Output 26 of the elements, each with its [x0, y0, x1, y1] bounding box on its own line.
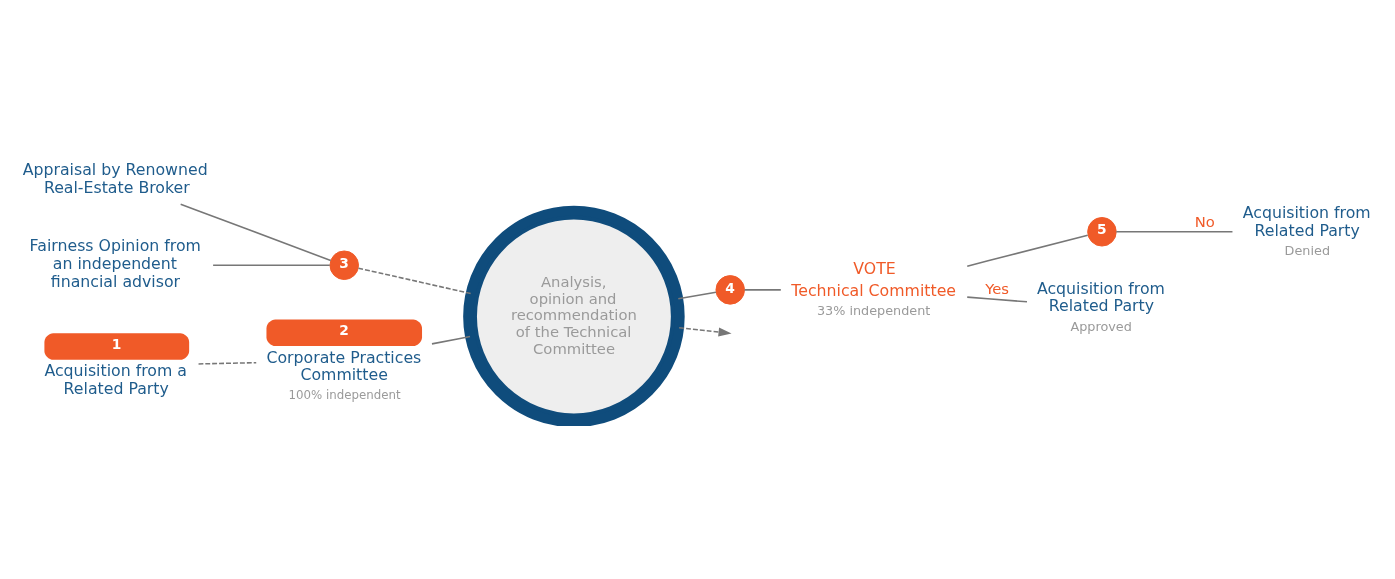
arrow — [678, 326, 732, 337]
node-box: 2 — [266, 319, 423, 346]
connector — [197, 361, 257, 365]
node-circle: 5 — [1087, 217, 1117, 247]
edge-label: No — [1194, 212, 1215, 230]
edge-label: Yes — [985, 279, 1010, 297]
node-label: Acquisition from a Related Party — [44, 361, 187, 399]
connector — [431, 335, 471, 345]
node-circle: 4 — [715, 275, 745, 305]
node-text: VOTE Technical Committee 33% independent — [791, 258, 957, 318]
node-label: 100% independent — [288, 387, 401, 402]
node-text: Acquisition from Related Party Approved — [1036, 278, 1165, 334]
node-label: Corporate Practices Committee — [266, 347, 422, 385]
connector — [966, 296, 1028, 303]
connector — [212, 264, 331, 267]
connector — [357, 267, 472, 295]
connector — [179, 203, 332, 262]
node-text: Appraisal by Renowned Real-Estate Broker — [22, 160, 208, 198]
connector — [1115, 231, 1234, 233]
node-text: Acquisition from Related Party Denied — [1242, 202, 1371, 258]
connector — [677, 291, 717, 300]
node-text: Fairness Opinion from an independent financial advisor — [29, 236, 201, 291]
node-circle: 3 — [329, 250, 359, 280]
connector — [743, 289, 782, 291]
node-box: 1 — [44, 333, 190, 360]
connector — [966, 234, 1089, 267]
